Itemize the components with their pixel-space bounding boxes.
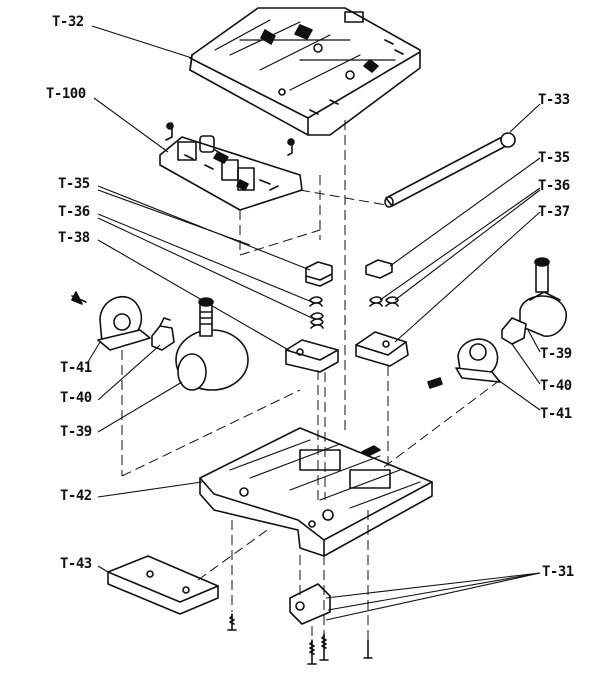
- label-t31: T-31: [542, 564, 574, 580]
- part-screws: [227, 613, 373, 665]
- label-t40-left: T-40: [60, 390, 92, 406]
- part-t41-right-bracket: [427, 338, 501, 389]
- label-t38: T-38: [58, 230, 90, 246]
- label-t100: T-100: [46, 86, 86, 102]
- label-t39-left: T-39: [60, 424, 92, 440]
- part-t100-circuit-board: [159, 122, 303, 211]
- part-t40-right-small: [501, 317, 527, 345]
- part-t33-shaft: [384, 132, 516, 208]
- label-t43: T-43: [60, 556, 92, 572]
- part-t41-left-bracket: [71, 291, 151, 351]
- part-left-clip-springs: [305, 259, 399, 329]
- label-t35-left: T-35: [58, 176, 90, 192]
- part-center-brackets: [285, 331, 409, 373]
- label-t35-right: T-35: [538, 150, 570, 166]
- label-t33: T-33: [538, 92, 570, 108]
- label-t36-right: T-36: [538, 178, 570, 194]
- alignment-lines: [121, 120, 501, 640]
- label-t32: T-32: [52, 14, 84, 30]
- part-t40-left-small: [151, 317, 175, 351]
- label-t42: T-42: [60, 488, 92, 504]
- part-t39-left-knob: [175, 297, 249, 391]
- part-t39-right-knob: [519, 257, 567, 337]
- leader-lines: [87, 25, 541, 621]
- label-t41-left: T-41: [60, 360, 92, 376]
- label-t36-left: T-36: [58, 204, 90, 220]
- label-t37: T-37: [538, 204, 570, 220]
- part-t43-plate: [107, 555, 219, 615]
- part-t42-base-chassis: [199, 427, 433, 557]
- part-t32-cover-plate: [189, 7, 421, 136]
- label-t40-right: T-40: [540, 378, 572, 394]
- label-t39-right: T-39: [540, 346, 572, 362]
- label-t41-right: T-41: [540, 406, 572, 422]
